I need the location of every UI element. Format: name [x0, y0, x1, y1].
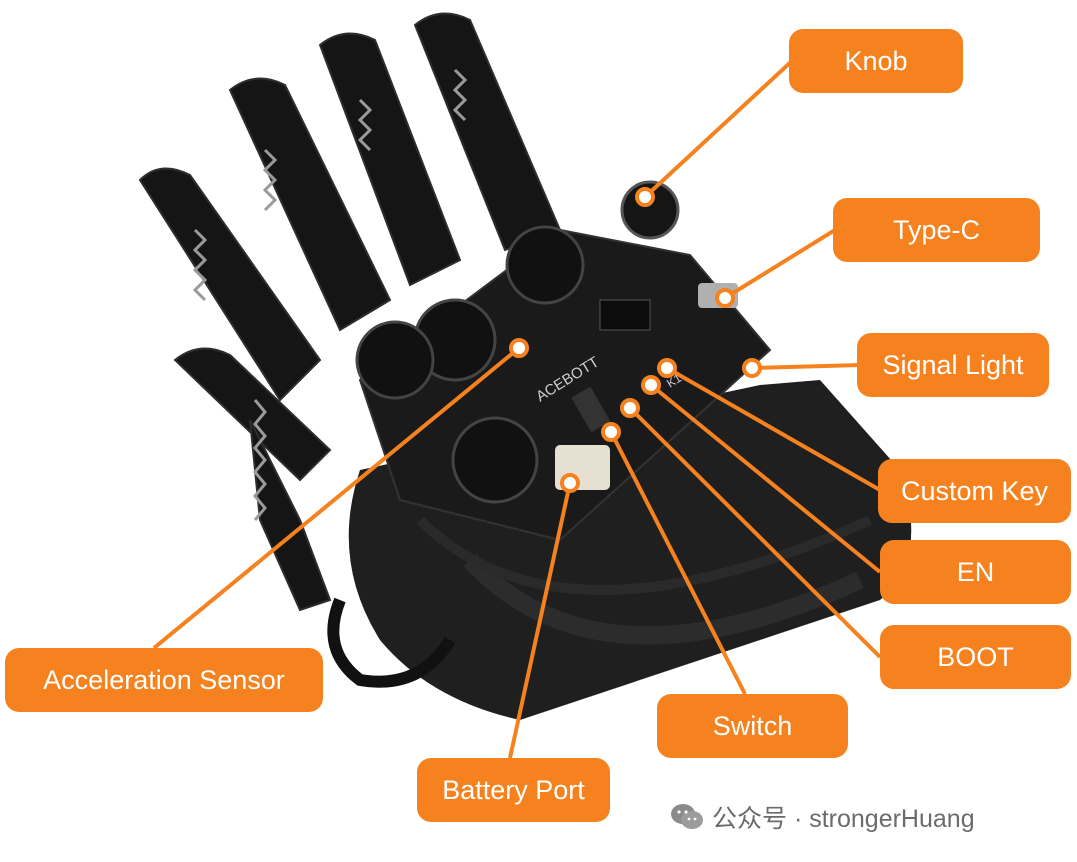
- custom-key-label: Custom Key: [878, 459, 1071, 523]
- wechat-icon: [671, 804, 703, 829]
- finger-linkages: [138, 12, 562, 612]
- type-c-label: Type-C: [833, 198, 1040, 262]
- finger-springs: [192, 68, 468, 521]
- knob-label: Knob: [789, 29, 963, 93]
- callout-lines: [152, 58, 882, 759]
- control-board: [355, 180, 772, 542]
- battery-port-label: Battery Port: [417, 758, 610, 822]
- watermark: 公众号 · strongerHuang: [670, 795, 975, 839]
- acceleration-sensor-label: Acceleration Sensor: [5, 648, 323, 712]
- boot-label: BOOT: [880, 625, 1071, 689]
- watermark-text: 公众号 · strongerHuang: [712, 805, 975, 833]
- switch-label: Switch: [657, 694, 848, 758]
- callout-dots: [509, 187, 762, 493]
- en-label: EN: [880, 540, 1071, 604]
- signal-light-label: Signal Light: [857, 333, 1049, 397]
